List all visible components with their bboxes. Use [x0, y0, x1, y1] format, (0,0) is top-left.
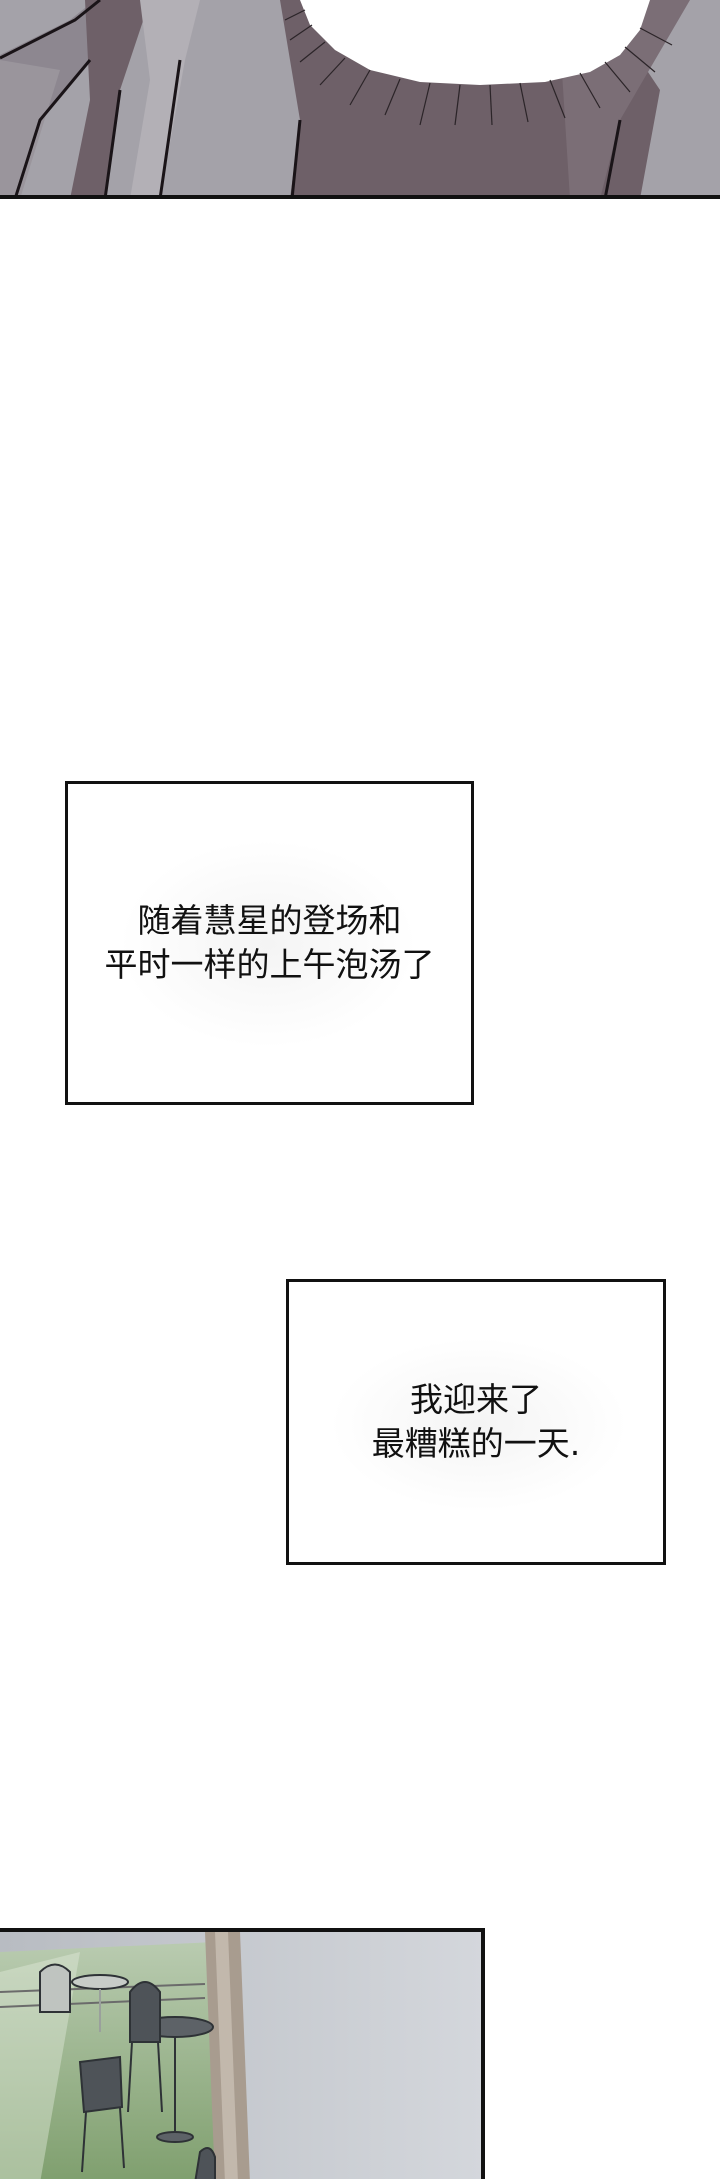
caption-line: 我迎来了 [410, 1380, 542, 1419]
caption-text: 我迎来了 最糟糕的一天. [372, 1378, 581, 1466]
caption-glow [118, 839, 418, 1049]
caption-line: 平时一样的上午泡汤了 [104, 945, 435, 984]
caption-glow [329, 1337, 629, 1512]
top-comic-panel [0, 0, 720, 199]
top-panel-artwork [0, 0, 720, 195]
caption-text: 随着慧星的登场和 平时一样的上午泡汤了 [105, 899, 435, 987]
caption-line: 随着慧星的登场和 [137, 901, 402, 940]
bottom-panel-artwork [0, 1932, 481, 2179]
narration-caption-box: 随着慧星的登场和 平时一样的上午泡汤了 [65, 781, 474, 1105]
caption-line: 最糟糕的一天. [371, 1424, 581, 1463]
bottom-comic-panel [0, 1928, 485, 2179]
narration-caption-box: 我迎来了 最糟糕的一天. [286, 1279, 666, 1565]
